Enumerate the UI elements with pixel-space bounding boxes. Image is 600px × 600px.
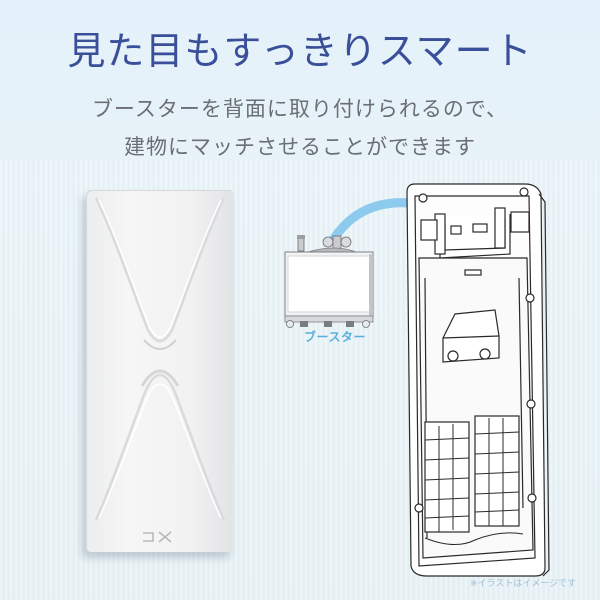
subtitle: ブースターを背面に取り付けられるので、 建物にマッチさせることができます	[0, 90, 600, 166]
booster-illustration	[284, 235, 374, 328]
subtitle-line-1: ブースターを背面に取り付けられるので、	[91, 97, 509, 121]
bottom-a-groove	[94, 373, 226, 521]
antenna-back-diagram	[406, 183, 550, 577]
page-title: 見た目もすっきりスマート	[67, 29, 533, 73]
dx-logo	[143, 531, 172, 543]
antenna-front-image: DX	[86, 190, 234, 552]
booster-image	[280, 232, 390, 347]
booster-label: ブースター	[304, 330, 366, 344]
subtitle-line-2: 建物にマッチさせることができます	[124, 135, 476, 159]
antenna-front-illustration	[94, 197, 226, 543]
illustration-note: ※イラストはイメージです	[470, 579, 577, 589]
top-v-groove	[94, 197, 226, 343]
